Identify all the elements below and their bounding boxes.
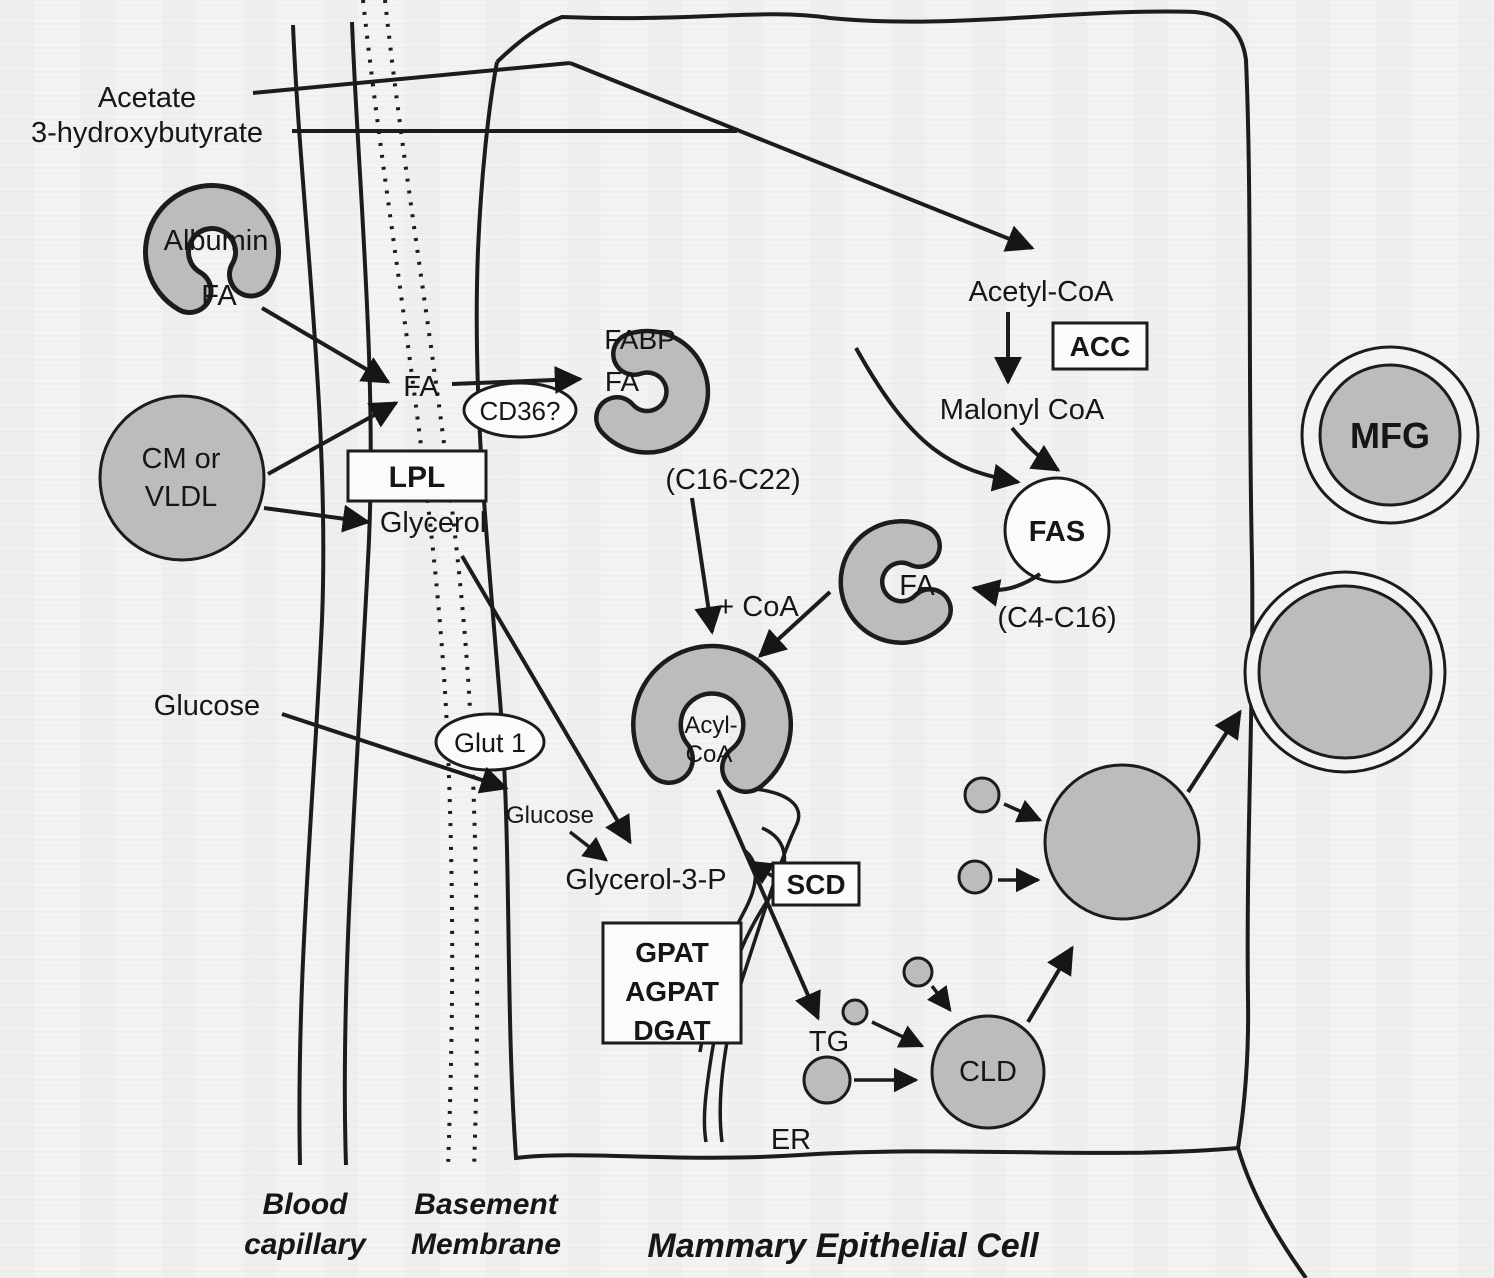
- label-acc: ACC: [1070, 331, 1131, 362]
- label-cd36: CD36?: [480, 396, 561, 426]
- arrow-to-acetyl-coa: [569, 61, 1035, 252]
- label-agpat: AGPAT: [625, 976, 719, 1007]
- acetate-line: [252, 61, 571, 95]
- small-droplet-5: [802, 1055, 852, 1105]
- arrow-glycerol-to-glycerol3p: [460, 554, 632, 845]
- albumin-crescent: [148, 188, 276, 310]
- label-c16-c22: (C16-C22): [665, 464, 800, 496]
- arrow-scd: [747, 860, 776, 885]
- er-membrane-curve-1: [718, 786, 801, 1143]
- small-droplet-3: [902, 956, 934, 988]
- arrow-vldl-to-glycerol: [263, 504, 371, 533]
- label-scd: SCD: [786, 869, 845, 900]
- label-gpat: GPAT: [635, 937, 709, 968]
- label-acyl-line1: Acyl-: [684, 712, 737, 739]
- arrow-albumin-fa-to-capillary-fa: [260, 306, 391, 384]
- label-vldl: VLDL: [145, 481, 218, 513]
- small-droplet-1: [963, 776, 1001, 814]
- cell-membrane: [474, 9, 1255, 1161]
- basement-membrane-line-1: [361, 0, 455, 1169]
- acyl-coa-crescent: [635, 648, 789, 790]
- label-glucose-small: Glucose: [506, 802, 594, 829]
- label-mfg: MFG: [1350, 415, 1430, 456]
- fas-enzyme-circle: [1003, 476, 1111, 584]
- basement-membrane-line-2: [383, 0, 480, 1169]
- arrow-vldl-to-fa: [267, 401, 399, 476]
- caption-cell-name: Mammary Epithelial Cell: [647, 1227, 1040, 1265]
- mfg-droplet: [1318, 363, 1462, 507]
- arrow-glucose-to-glut1: [281, 712, 509, 794]
- arrow-cld-to-large-droplet: [1026, 945, 1074, 1024]
- label-glucose: Glucose: [154, 690, 260, 722]
- label-fa-fabp: FA: [605, 366, 640, 397]
- fa-denovo-crescent: [843, 523, 949, 641]
- arrow-droplet-to-cld-3: [926, 984, 952, 1012]
- label-dgat: DGAT: [633, 1015, 710, 1046]
- label-er: ER: [771, 1124, 811, 1156]
- lpl-enzyme-box: [346, 449, 488, 503]
- arrow-fa-through-cd36: [451, 365, 583, 394]
- label-plus-coa: + CoA: [717, 591, 799, 623]
- label-malonyl-coa: Malonyl CoA: [940, 394, 1105, 426]
- arrow-fas-to-fa: [971, 572, 1042, 607]
- label-albumin: Albumin: [164, 225, 269, 257]
- arrow-large-droplet-to-mfg: [1186, 709, 1242, 794]
- cld-droplet: [930, 1014, 1046, 1130]
- scd-enzyme-box: [771, 861, 861, 907]
- label-glycerol-3p: Glycerol-3-P: [565, 864, 726, 896]
- arrow-coa-into-acylcoa: [757, 590, 832, 658]
- label-c4-c16: (C4-C16): [997, 602, 1116, 634]
- label-glut1: Glut 1: [454, 728, 526, 758]
- label-acyl-line2: CoA: [686, 741, 733, 768]
- label-lpl: LPL: [389, 461, 446, 494]
- arrow-droplet-to-large-1: [1003, 799, 1043, 823]
- large-lipid-droplet: [1043, 763, 1201, 921]
- caption-basement-line2: Membrane: [411, 1228, 561, 1261]
- label-cld: CLD: [959, 1056, 1017, 1088]
- label-cm-or: CM or: [142, 443, 221, 475]
- caption-basement-line1: Basement: [414, 1188, 559, 1221]
- caption-blood-line2: capillary: [244, 1228, 367, 1261]
- caption-blood-line1: Blood: [263, 1188, 349, 1221]
- label-glycerol: Glycerol: [380, 507, 486, 539]
- arrow-glucose-to-glycerol3p: [568, 830, 608, 862]
- budding-mfg-droplet: [1257, 584, 1433, 760]
- capillary-wall-left: [291, 24, 326, 1166]
- capillary-wall-right: [342, 21, 373, 1166]
- cm-vldl-particle: [98, 394, 266, 562]
- small-droplet-4: [841, 998, 869, 1026]
- label-fa-albumin: FA: [201, 280, 237, 312]
- label-fa-denovo: FA: [899, 570, 935, 602]
- fabp-crescent: [598, 333, 706, 451]
- gpat-agpat-dgat-enzyme-box: [601, 921, 743, 1045]
- label-tg: TG: [809, 1026, 849, 1058]
- label-acetate: Acetate: [98, 82, 196, 114]
- label-fa-capillary: FA: [403, 371, 439, 403]
- label-fas: FAS: [1029, 516, 1085, 548]
- arrow-acylcoa-to-tg: [716, 789, 821, 1021]
- cell-membrane-bottom-tail: [1236, 1147, 1308, 1278]
- arrow-fabp-to-acylcoa: [690, 497, 723, 635]
- label-3-hydroxybutyrate: 3-hydroxybutyrate: [31, 117, 263, 149]
- arrow-malonylcoa-to-fas: [1010, 426, 1061, 472]
- arrow-curve-into-fas: [854, 347, 1021, 492]
- label-fabp: FABP: [604, 324, 676, 355]
- acc-enzyme-box: [1051, 321, 1149, 371]
- label-acetyl-coa: Acetyl-CoA: [968, 276, 1114, 308]
- arrow-droplet-to-cld-1: [871, 1020, 925, 1048]
- small-droplet-2: [957, 859, 993, 895]
